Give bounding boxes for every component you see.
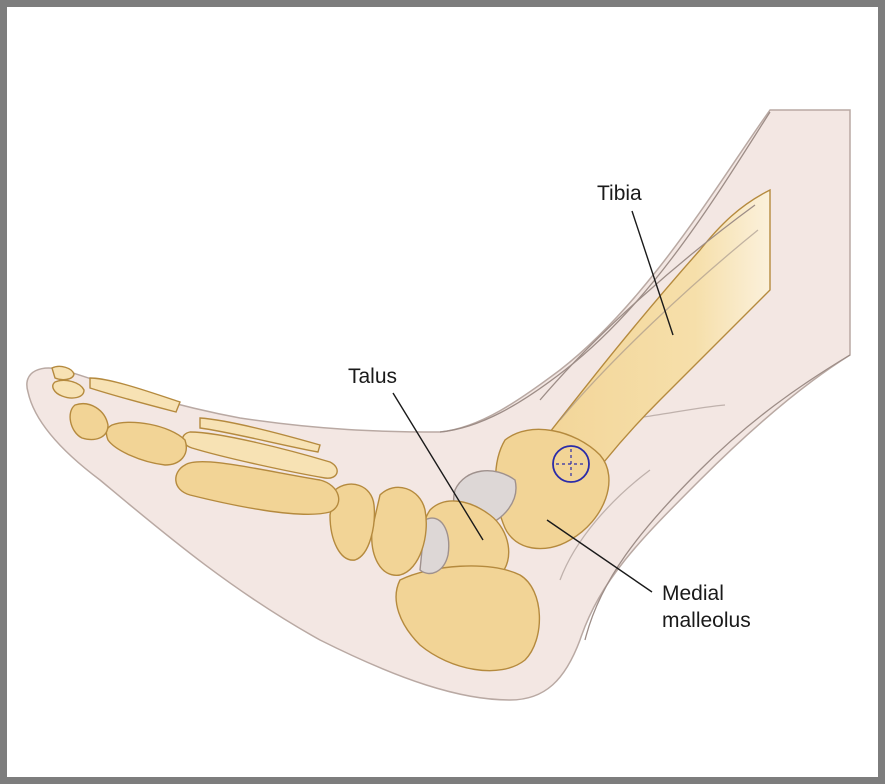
talus-label: Talus: [348, 365, 397, 388]
tibia-label: Tibia: [597, 182, 642, 205]
medial-malleolus-label-line2: malleolus: [662, 609, 751, 632]
medial-malleolus-label-line1: Medial: [662, 582, 724, 605]
